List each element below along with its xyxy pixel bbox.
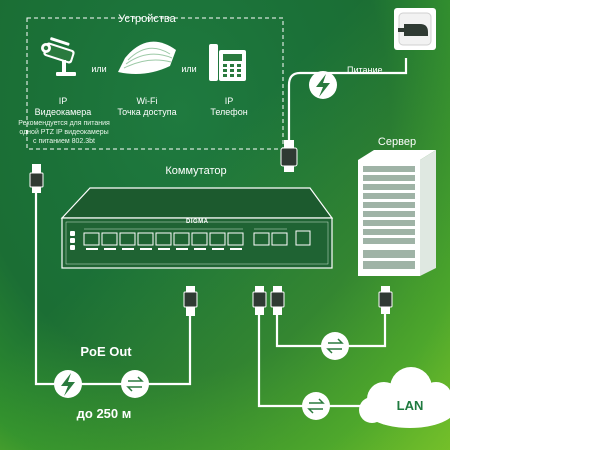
ap-label-line2: Точка доступа [117, 107, 177, 117]
rj45-connector-icon [252, 286, 267, 315]
lan-exchange-arrows-icon [302, 392, 330, 420]
switch-label: Коммутатор [165, 165, 227, 177]
power-cable [287, 58, 408, 140]
server-exchange-arrows-icon [321, 332, 349, 360]
switch-icon [60, 187, 334, 269]
rj45-connector-icon [270, 286, 285, 315]
camera-label-line2: Видеокамера [34, 107, 92, 117]
rj45-connector-icon [183, 286, 198, 316]
poe-distance-label: до 250 м [76, 406, 132, 421]
switch-brand-logo: DIGMA [186, 219, 209, 225]
camera-note-line3: с питанием 802.3bt [33, 138, 95, 145]
green-panel: Устройства или или IP Видеокамера Рекоме… [0, 0, 450, 450]
plug-icon [280, 140, 298, 172]
ap-label-line1: Wi-Fi [136, 96, 158, 106]
or-label: или [181, 64, 197, 74]
power-lightning-icon [309, 71, 337, 99]
lan-cable [257, 314, 360, 408]
devices-title: Устройства [118, 13, 176, 25]
camera-label-line1: IP [58, 96, 68, 106]
devices-dashed-box [26, 17, 284, 150]
lan-label: LAN [396, 398, 424, 413]
poe-lightning-icon [54, 370, 82, 398]
access-point-icon [118, 41, 176, 74]
poe-exchange-arrows-icon [121, 370, 149, 398]
socket-icon [394, 8, 436, 50]
server-label: Сервер [377, 136, 417, 148]
camera-note-line2: одной PTZ IP видеокамеры [19, 129, 109, 136]
camera-icon [41, 37, 76, 76]
phone-label-line2: Телефон [210, 107, 248, 117]
server-icon [358, 150, 436, 276]
or-label: или [91, 64, 107, 74]
phone-icon [209, 44, 246, 81]
diagram-graphics [26, 8, 450, 428]
phone-label-line1: IP [224, 96, 234, 106]
camera-note-line1: Рекомендуется для питания [18, 120, 110, 127]
power-label: Питание [347, 65, 383, 75]
cloud-icon [359, 367, 450, 428]
rj45-connector-icon [378, 286, 393, 314]
poe-out-cable [34, 192, 192, 386]
poe-out-label: PoE Out [80, 344, 132, 359]
rj45-connector-icon [29, 164, 44, 193]
